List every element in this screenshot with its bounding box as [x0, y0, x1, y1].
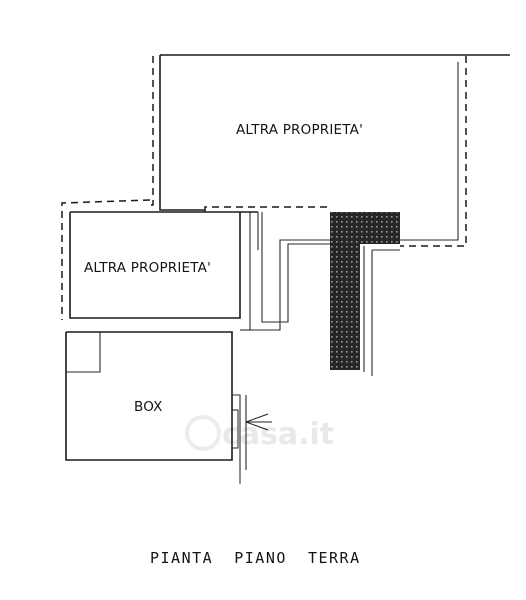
room-label-middle-property: ALTRA PROPRIETA'	[84, 260, 211, 276]
box-room-walls	[65, 331, 272, 484]
hatched-stair-block	[330, 212, 400, 376]
corridor-walls	[240, 212, 330, 331]
watermark: casa.it	[185, 415, 334, 452]
watermark-text: casa.it	[222, 417, 334, 452]
room-label-box: BOX	[134, 399, 163, 415]
upper-property-dashed-boundary	[150, 56, 467, 247]
plan-title: PIANTA PIANO TERRA	[150, 549, 361, 567]
middle-property-walls	[61, 199, 259, 320]
room-label-upper-property: ALTRA PROPRIETA'	[236, 122, 363, 138]
upper-property-walls	[159, 54, 510, 241]
